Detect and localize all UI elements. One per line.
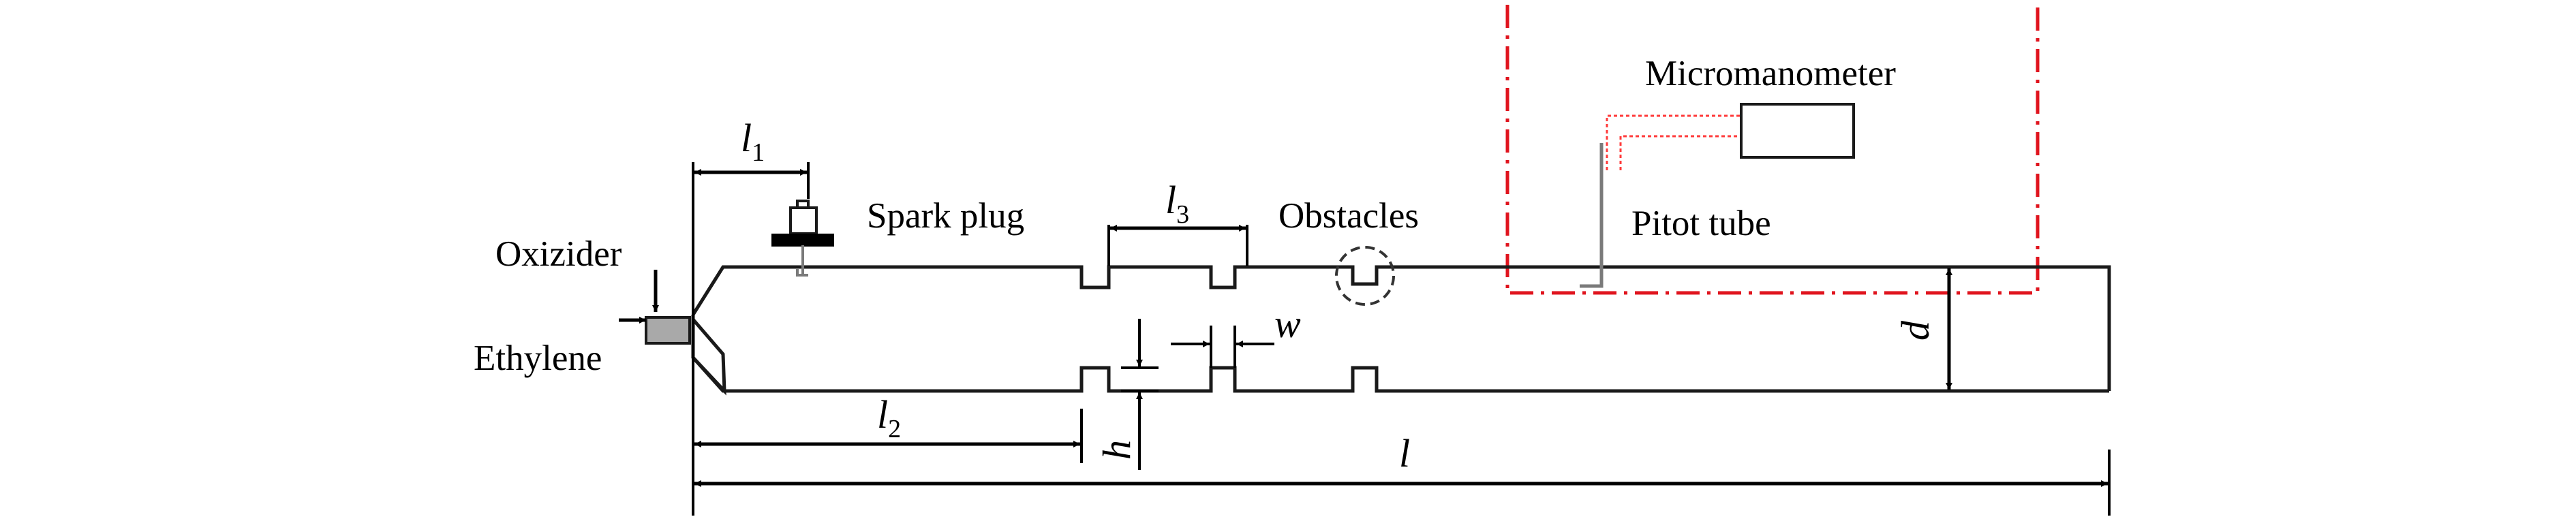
micromanometer-box: [1740, 103, 1855, 159]
spark-plug-label: Spark plug: [867, 196, 1024, 236]
l2-symbol: l2: [877, 392, 901, 443]
pitot-tube-label: Pitot tube: [1631, 204, 1771, 243]
signal-line-inner: [1619, 135, 1741, 170]
tube-wall-top: [691, 265, 2111, 391]
l3-symbol: l3: [1165, 178, 1189, 229]
gas-inlet: [645, 316, 691, 345]
obstacle-highlight-circle: [1335, 246, 1395, 306]
signal-line-outer: [1606, 114, 1741, 170]
dimension-w: [1171, 326, 1274, 368]
obstacles-label: Obstacles: [1278, 196, 1419, 236]
h-symbol: h: [1094, 440, 1139, 460]
ethylene-label: Ethylene: [474, 339, 602, 378]
d-symbol: d: [1893, 320, 1937, 341]
spark-plug-icon: [771, 200, 834, 277]
tube-wall-bottom: [692, 356, 2109, 393]
tube-outline: [691, 315, 726, 396]
l-symbol: l: [1399, 431, 1410, 475]
pitot-tube: [1580, 143, 1604, 288]
micromanometer-label: Micromanometer: [1645, 54, 1896, 93]
l1-symbol: l1: [741, 116, 765, 167]
dimension-h: [1121, 319, 1159, 470]
w-symbol: w: [1274, 302, 1301, 346]
measurement-region-box: [1505, 0, 2040, 295]
oxidizer-label: Oxizider: [495, 234, 622, 274]
